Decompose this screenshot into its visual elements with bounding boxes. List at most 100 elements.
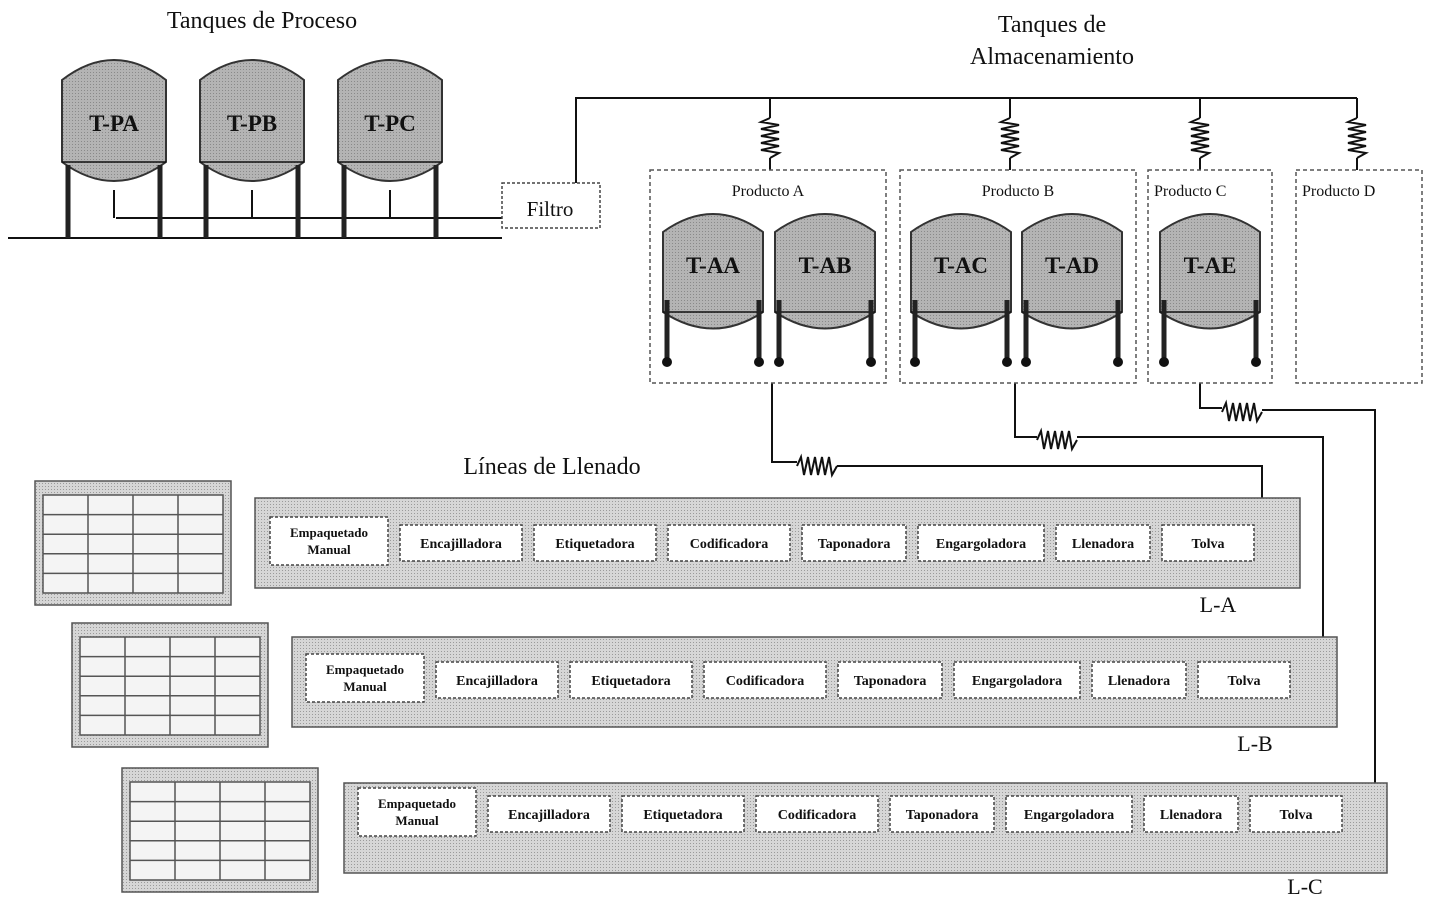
station-label: Encajilladora [508, 808, 590, 823]
station-label: Llenadora [1072, 537, 1134, 552]
product-label: Producto C [1154, 183, 1226, 200]
product-label: Producto B [982, 183, 1054, 200]
product-storage-area: Producto A T-AA T-AB [649, 169, 887, 384]
storage-tank: T-AA [662, 213, 764, 367]
station-label: Etiquetadora [591, 674, 670, 689]
line-name-label: L-A [1200, 592, 1237, 617]
station: Taponadora [889, 795, 995, 833]
station: Encajilladora [399, 524, 523, 562]
station: Engargoladora [1005, 795, 1133, 833]
station-label: Encajilladora [456, 674, 538, 689]
station-label: Taponadora [906, 808, 979, 823]
process-tank: T-PA [61, 59, 167, 238]
pallet-icon [121, 767, 319, 893]
spring-valve-icon [796, 453, 838, 478]
station-label: Engargoladora [936, 537, 1026, 552]
station-label: Etiquetadora [555, 537, 634, 552]
station: Taponadora [801, 524, 907, 562]
station: Tolva [1197, 661, 1291, 699]
feed-pipe-line-b [1077, 436, 1324, 637]
spring-valve-icon [1036, 427, 1078, 452]
process-tank-label: T-PC [364, 111, 416, 136]
process-tanks-title: Tanques de Proceso [167, 8, 357, 34]
product-label: Producto D [1302, 183, 1375, 200]
station-label: Llenadora [1160, 808, 1222, 823]
product-label: Producto A [732, 183, 805, 200]
feed-pipe-line-c [1262, 409, 1376, 783]
station-label: Engargoladora [972, 674, 1062, 689]
storage-tank: T-AE [1159, 213, 1261, 367]
station-label: Encajilladora [420, 537, 502, 552]
station: Tolva [1249, 795, 1343, 833]
filter-label: Filtro [527, 197, 574, 221]
storage-header-pipe [575, 97, 1357, 183]
station: Etiquetadora [569, 661, 693, 699]
station-label: Engargoladora [1024, 808, 1114, 823]
storage-tank-label: T-AC [934, 253, 988, 278]
storage-tank-label: T-AB [799, 253, 852, 278]
process-tank-label: T-PB [227, 111, 277, 136]
storage-tank: T-AB [774, 213, 876, 367]
product-storage-area: Producto D [1295, 169, 1423, 384]
station: Engargoladora [953, 661, 1081, 699]
storage-tank-label: T-AA [686, 253, 740, 278]
product-storage-area: Producto B T-AC T-AD [899, 169, 1137, 384]
station-label: Codificadora [778, 808, 857, 823]
station: Taponadora [837, 661, 943, 699]
station: Etiquetadora [621, 795, 745, 833]
spring-valve-icon [757, 117, 782, 159]
storage-tank: T-AC [910, 213, 1012, 367]
process-tank: T-PB [199, 59, 305, 238]
line-name-label: L-B [1237, 731, 1272, 756]
station-label: Etiquetadora [643, 808, 722, 823]
station: Engargoladora [917, 524, 1045, 562]
pallet-icon [71, 622, 269, 748]
storage-tank: T-AD [1021, 213, 1123, 367]
storage-tanks-title-line1: Tanques de [998, 12, 1106, 38]
filling-lines-title: Líneas de Llenado [463, 454, 640, 480]
station-label: Taponadora [818, 537, 891, 552]
station: Encajilladora [435, 661, 559, 699]
filter-box: Filtro [501, 182, 601, 229]
storage-tanks-title-line2: Almacenamiento [970, 44, 1134, 70]
station: Llenadora [1143, 795, 1239, 833]
station-label: Codificadora [690, 537, 769, 552]
station: Llenadora [1091, 661, 1187, 699]
station: Tolva [1161, 524, 1255, 562]
station: Encajilladora [487, 795, 611, 833]
station-label: Llenadora [1108, 674, 1170, 689]
storage-tank-label: T-AD [1045, 253, 1099, 278]
station: Etiquetadora [533, 524, 657, 562]
pallet-icon [34, 480, 232, 606]
line-name-label: L-C [1287, 874, 1322, 899]
feed-pipe-line-a [837, 465, 1263, 498]
product-storage-area: Producto C T-AE [1147, 169, 1273, 384]
station-label: Tolva [1228, 674, 1261, 689]
station-label: Codificadora [726, 674, 805, 689]
spring-valve-icon [1344, 117, 1369, 159]
process-tank-label: T-PA [89, 111, 139, 136]
station-label: Tolva [1280, 808, 1313, 823]
process-tanks-group: T-PA T-PB T-PC [8, 59, 502, 239]
station: Llenadora [1055, 524, 1151, 562]
storage-tank-label: T-AE [1184, 253, 1237, 278]
pipe-network [575, 97, 1376, 783]
station: Codificadora [667, 524, 791, 562]
spring-valve-icon [1187, 117, 1212, 159]
station: Codificadora [755, 795, 879, 833]
process-tank: T-PC [337, 59, 443, 238]
station-label: Tolva [1192, 537, 1225, 552]
spring-valve-icon [1221, 399, 1263, 424]
